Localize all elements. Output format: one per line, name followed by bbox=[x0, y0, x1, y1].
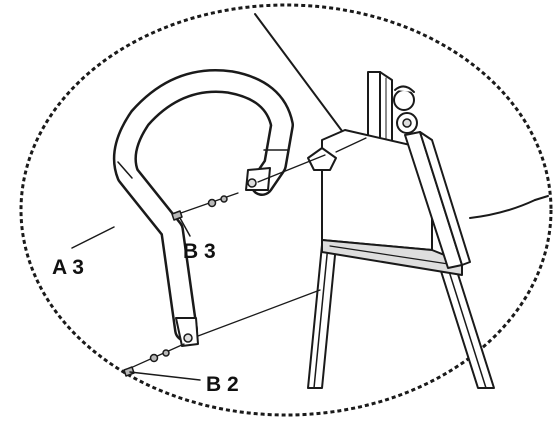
ladder-frame bbox=[307, 71, 495, 389]
leader-lines bbox=[71, 217, 201, 381]
label-a3: A 3 bbox=[52, 256, 84, 279]
handrail-a3 bbox=[113, 69, 294, 347]
label-b2: B 2 bbox=[206, 373, 239, 396]
background-panel bbox=[254, 13, 549, 219]
alignment-lines bbox=[197, 137, 367, 337]
bolt-b2 bbox=[123, 343, 185, 377]
bolt-b3 bbox=[171, 192, 239, 221]
label-b3: B 3 bbox=[183, 240, 216, 263]
detail-circle bbox=[19, 3, 553, 417]
